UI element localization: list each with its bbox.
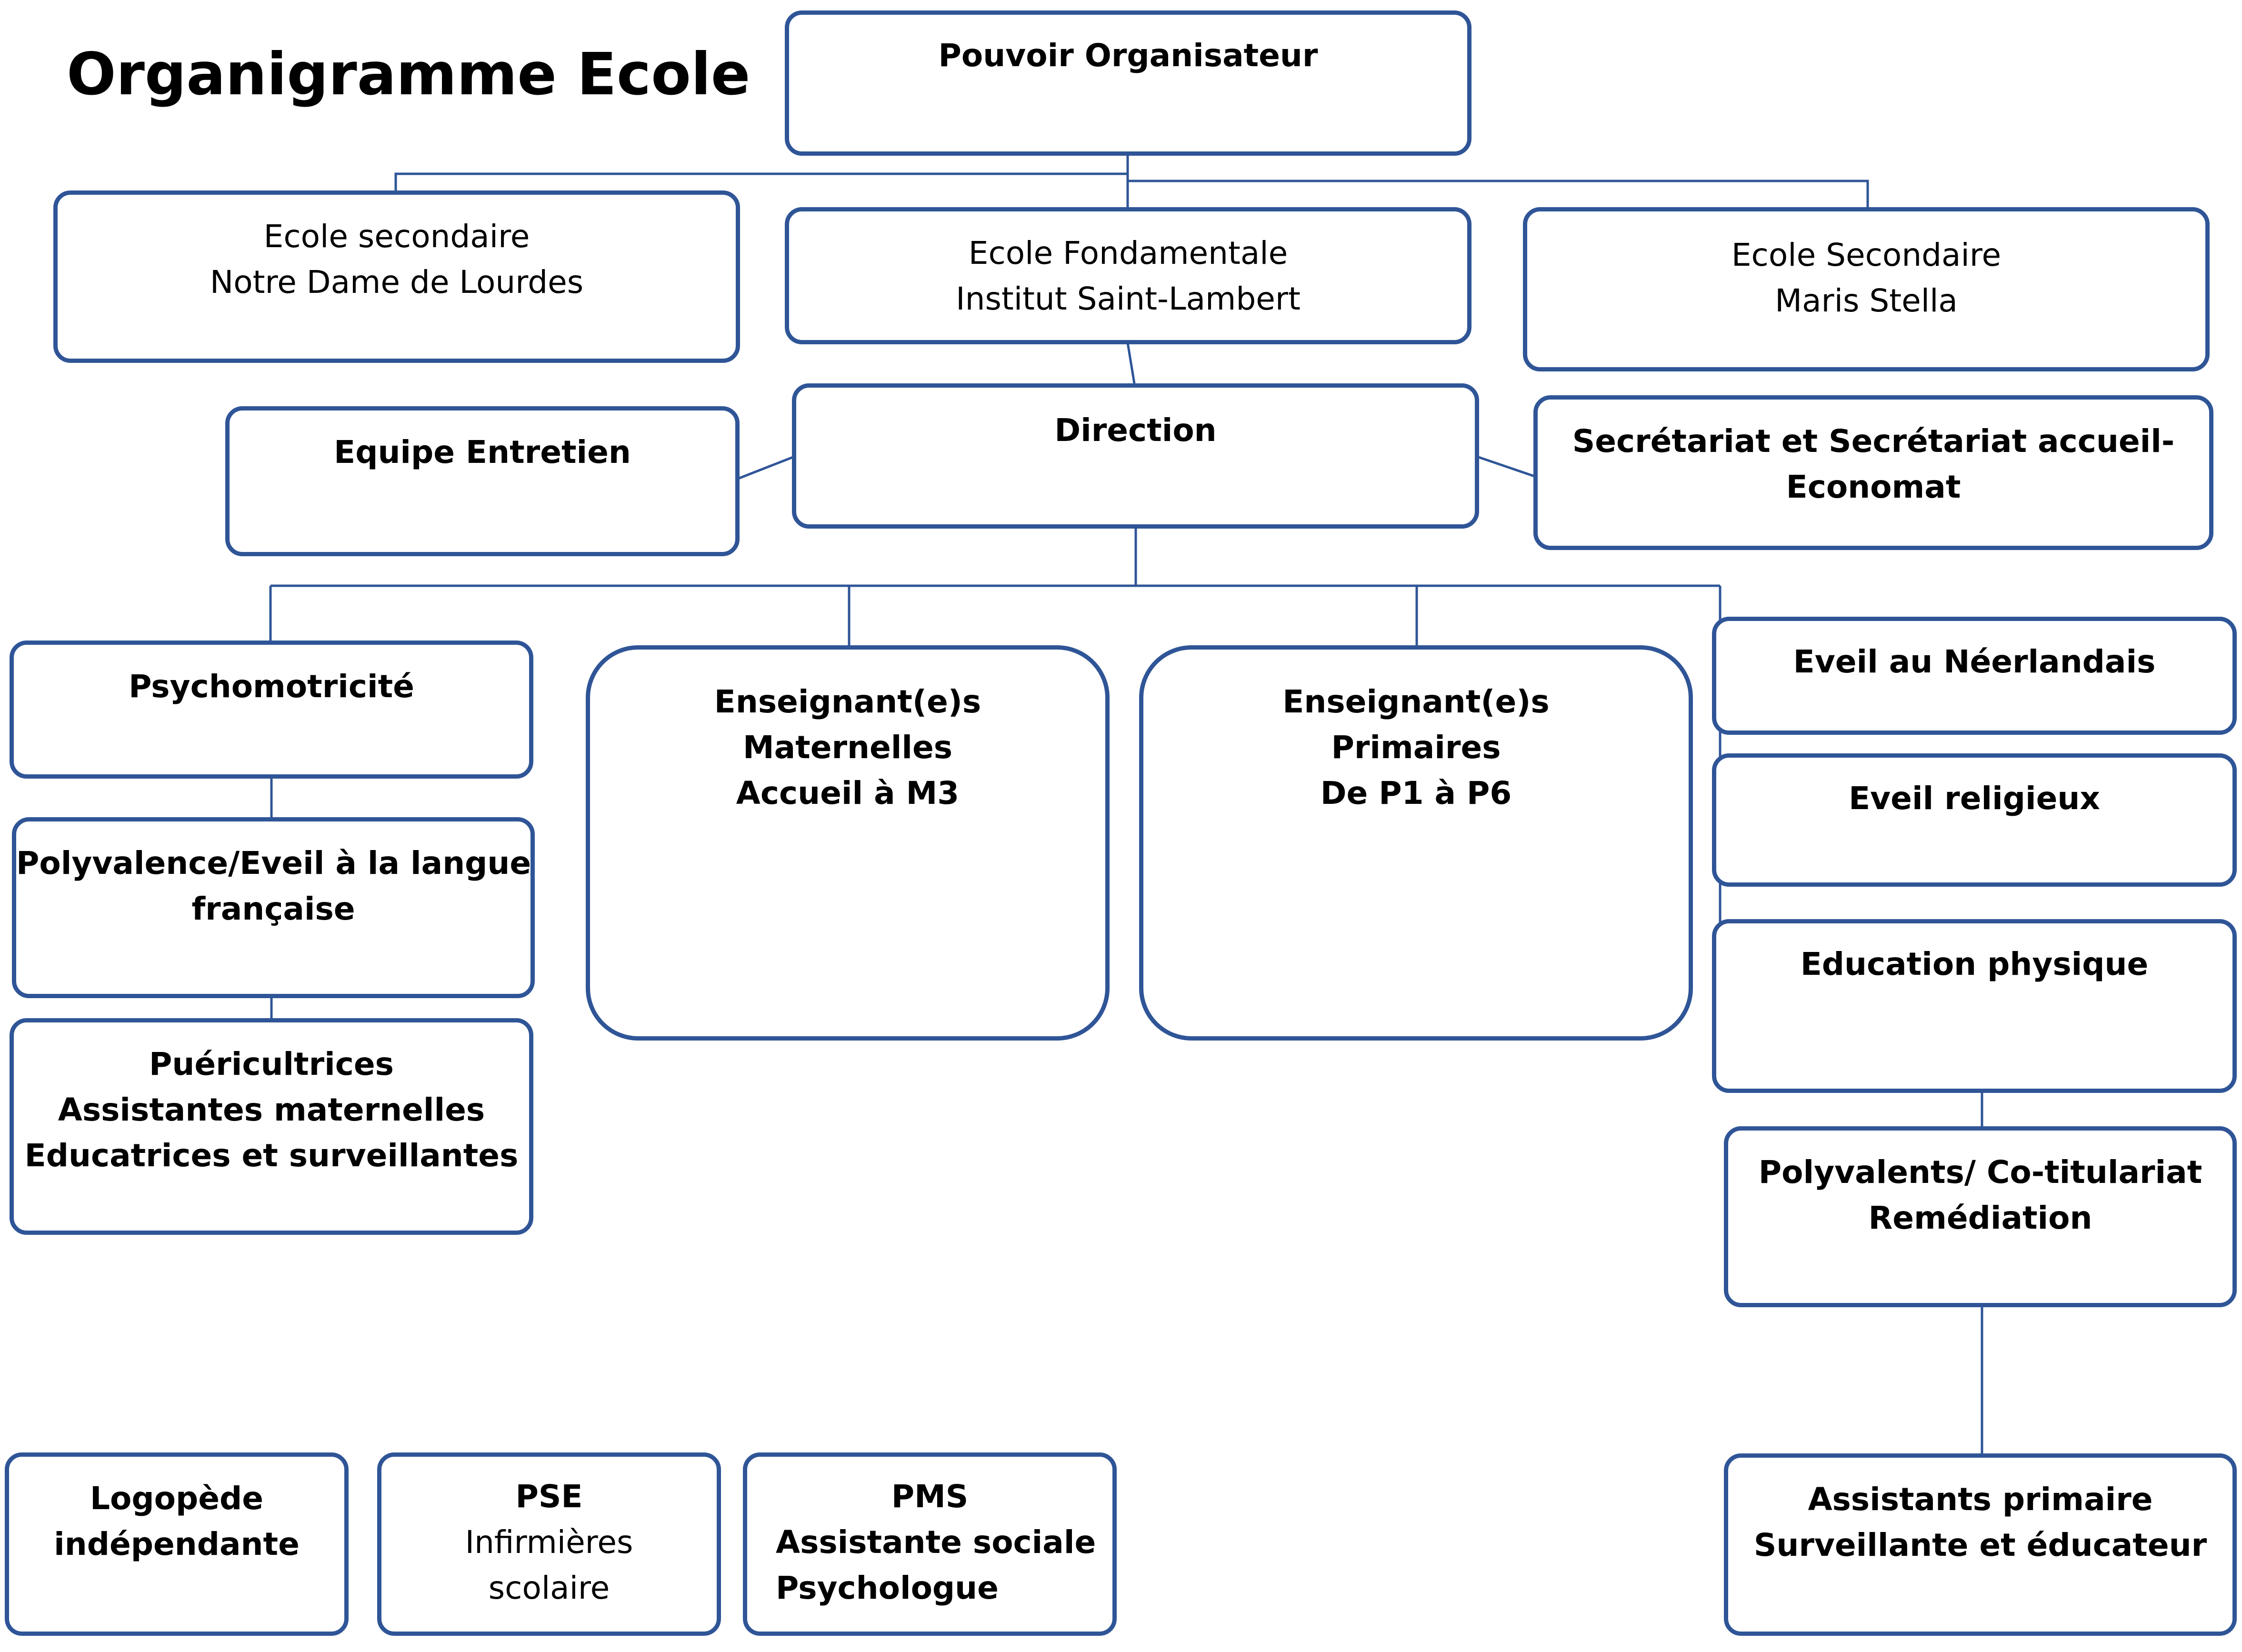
box-assistants-primaire: Assistants primaire Surveillante et éduc… xyxy=(1724,1453,2237,1636)
connector-line xyxy=(738,456,793,480)
box-label: Notre Dame de Lourdes xyxy=(210,264,584,300)
box-pms: PMS Assistante sociale Psychologue xyxy=(743,1452,1117,1636)
box-label: Direction xyxy=(1054,412,1217,449)
box-label: Ecole Secondaire xyxy=(1731,237,2002,273)
box-label: De P1 à P6 xyxy=(1320,775,1512,811)
box-label: Accueil à M3 xyxy=(736,775,960,811)
box-label: Equipe Entretien xyxy=(334,434,631,471)
box-puericultrices: Puéricultrices Assistantes maternelles E… xyxy=(10,1018,533,1235)
box-polyvalence-eveil: Polyvalence/Eveil à la langue française xyxy=(12,817,535,998)
box-label: indépendante xyxy=(54,1526,300,1562)
box-label: PMS xyxy=(891,1478,969,1515)
box-label: PSE xyxy=(515,1478,583,1515)
box-label: Enseignant(e)s xyxy=(1282,683,1550,720)
box-label: Surveillante et éducateur xyxy=(1753,1527,2207,1563)
box-label: Assistants primaire xyxy=(1808,1481,2153,1518)
box-label: Eveil religieux xyxy=(1849,780,2100,817)
box-label: Education physique xyxy=(1800,946,2149,982)
box-pouvoir-organisateur: Pouvoir Organisateur xyxy=(785,10,1471,156)
box-label: Polyvalence/Eveil à la langue xyxy=(16,845,531,881)
box-direction: Direction xyxy=(792,383,1479,529)
box-ecole-secondaire-ms: Ecole Secondaire Maris Stella xyxy=(1523,207,2210,371)
connector-line xyxy=(394,172,1128,190)
box-label: Psychomotricité xyxy=(129,668,414,705)
box-education-physique: Education physique xyxy=(1712,919,2237,1093)
box-enseignants-maternelles: Enseignant(e)s Maternelles Accueil à M3 xyxy=(586,645,1110,1041)
box-equipe-entretien: Equipe Entretien xyxy=(225,406,740,556)
connector-line xyxy=(1478,456,1535,478)
box-eveil-religieux: Eveil religieux xyxy=(1712,753,2237,887)
box-label: Eveil au Néerlandais xyxy=(1793,643,2156,680)
box-label: Remédiation xyxy=(1868,1200,2092,1236)
page-title: Organigramme Ecole xyxy=(67,40,751,108)
box-label: Educatrices et surveillantes xyxy=(24,1137,519,1174)
connector-line xyxy=(1126,342,1136,384)
box-label: Assistante sociale xyxy=(776,1524,1096,1561)
box-label: Ecole Fondamentale xyxy=(968,235,1288,271)
box-eveil-neerlandais: Eveil au Néerlandais xyxy=(1712,617,2237,735)
box-label: Infirmières xyxy=(465,1524,633,1561)
box-label: Psychologue xyxy=(776,1570,999,1606)
connector-line xyxy=(1128,180,1869,210)
box-label: Enseignant(e)s xyxy=(714,683,981,720)
box-label: française xyxy=(191,891,355,927)
box-label: Economat xyxy=(1786,469,1961,505)
box-label: Ecole secondaire xyxy=(263,218,530,255)
box-label: scolaire xyxy=(488,1570,610,1606)
box-logopede: Logopède indépendante xyxy=(5,1452,349,1636)
box-label: Institut Saint-Lambert xyxy=(956,280,1301,317)
box-secretariat: Secrétariat et Secrétariat accueil- Econ… xyxy=(1533,395,2213,550)
box-label: Maternelles xyxy=(742,729,953,766)
box-label: Primaires xyxy=(1331,729,1501,766)
box-enseignants-primaires: Enseignant(e)s Primaires De P1 à P6 xyxy=(1139,645,1693,1041)
box-polyvalents: Polyvalents/ Co-titulariat Remédiation xyxy=(1724,1126,2237,1307)
box-label: Assistantes maternelles xyxy=(58,1091,485,1128)
box-label: Polyvalents/ Co-titulariat xyxy=(1758,1154,2202,1191)
box-label: Maris Stella xyxy=(1775,282,1958,319)
box-label: Puéricultrices xyxy=(149,1046,394,1082)
box-ecole-secondaire-ndl: Ecole secondaire Notre Dame de Lourdes xyxy=(53,190,740,363)
box-ecole-fondamentale: Ecole Fondamentale Institut Saint-Lamber… xyxy=(785,207,1471,344)
box-label: Secrétariat et Secrétariat accueil- xyxy=(1572,423,2175,460)
box-psychomotricite: Psychomotricité xyxy=(10,641,533,779)
box-label: Logopède xyxy=(90,1480,263,1517)
box-label: Pouvoir Organisateur xyxy=(938,37,1318,74)
box-pse: PSE Infirmières scolaire xyxy=(377,1452,721,1636)
